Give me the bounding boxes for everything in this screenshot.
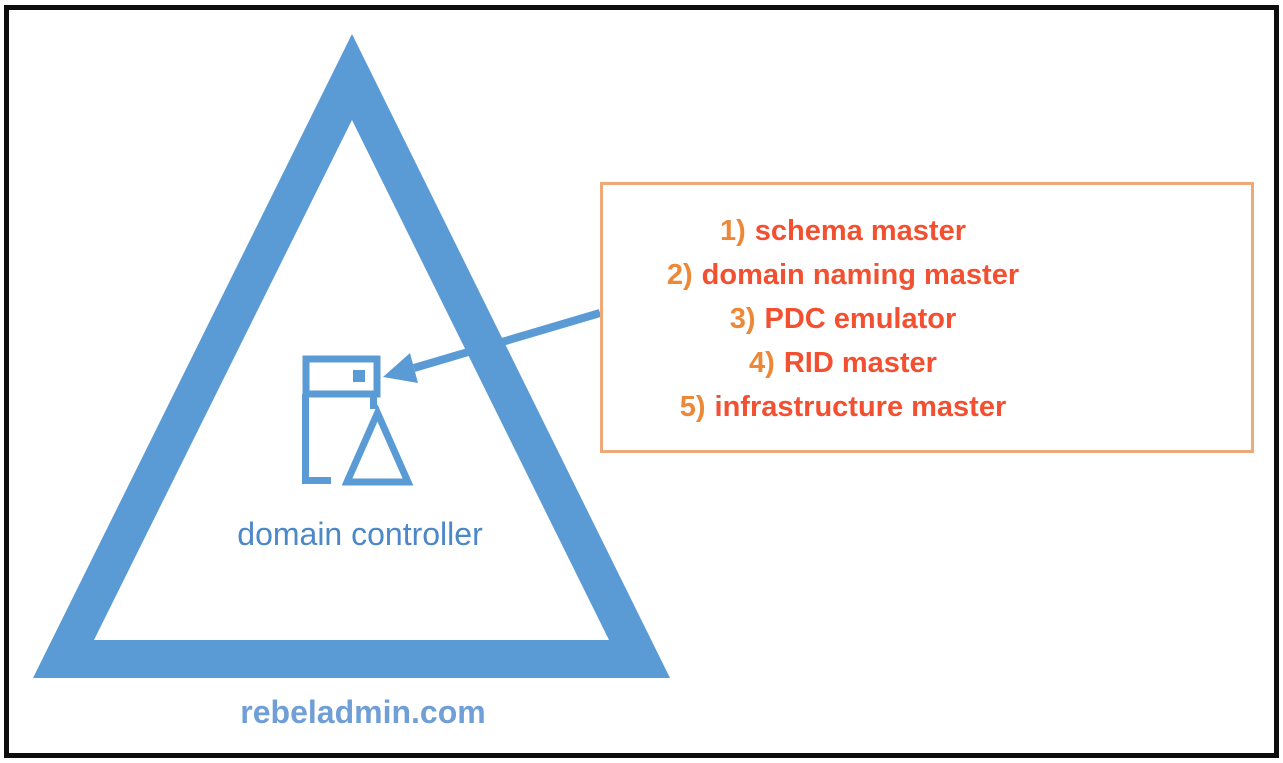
fsmo-role-label: domain naming master (701, 259, 1020, 291)
fsmo-role-label: PDC emulator (764, 303, 957, 335)
arrow-connector (383, 309, 602, 383)
fsmo-role-item: 1)schema master (603, 209, 1083, 253)
fsmo-role-number: 4) (749, 347, 775, 379)
domain-name-label: rebeladmin.com (240, 694, 486, 730)
icon-small-triangle (341, 404, 414, 486)
fsmo-role-item: 4)RID master (603, 341, 1083, 385)
fsmo-role-number: 3) (729, 303, 756, 335)
fsmo-role-label: schema master (754, 215, 966, 247)
fsmo-roles-box: 1)schema master 2)domain naming master 3… (600, 182, 1254, 453)
fsmo-role-label: infrastructure master (714, 391, 1007, 423)
fsmo-role-number: 5) (679, 391, 706, 423)
arrowhead-icon (383, 353, 418, 383)
domain-controller-label: domain controller (237, 516, 483, 552)
fsmo-role-item: 3)PDC emulator (603, 297, 1083, 341)
server-led-dot (353, 370, 365, 382)
domain-controller-icon (302, 355, 414, 486)
fsmo-role-item: 2)domain naming master (603, 253, 1083, 297)
fsmo-role-item: 5)infrastructure master (603, 385, 1083, 429)
fsmo-role-number: 1) (720, 215, 746, 247)
fsmo-role-number: 2) (666, 259, 693, 291)
fsmo-role-label: RID master (783, 347, 937, 379)
domain-triangle-shape (33, 34, 670, 678)
